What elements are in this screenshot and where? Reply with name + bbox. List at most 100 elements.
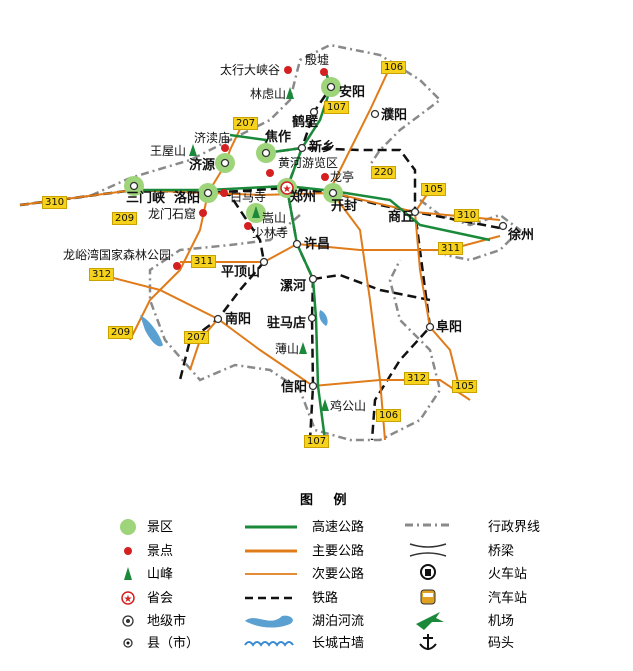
legend-icons: ★	[120, 519, 450, 650]
legend-label: 汽车站	[488, 591, 528, 606]
city-marker[interactable]	[370, 109, 380, 119]
legend-label: 景区	[147, 520, 174, 535]
city-markers	[129, 82, 508, 391]
legend-capital-icon: ★	[121, 591, 135, 605]
road-badge-107: 107	[304, 435, 330, 448]
city-marker[interactable]	[309, 107, 319, 117]
legend-train-station-icon	[420, 564, 436, 580]
road-badge-207: 207	[233, 117, 259, 130]
label-jidumiao: 济渎庙	[194, 131, 231, 145]
label-linlvshan: 林虑山	[250, 87, 287, 101]
spot-icon[interactable]	[221, 144, 229, 152]
peak-icon[interactable]	[189, 144, 197, 156]
label-fuyang: 阜阳	[436, 320, 463, 335]
road-badge-107: 107	[324, 101, 350, 114]
lakes	[140, 310, 328, 347]
city-marker[interactable]	[307, 313, 317, 323]
legend-label: 长城古墙	[312, 636, 365, 651]
label-sanmenxia: 三门峡	[126, 191, 166, 206]
label-jiaozuo: 焦作	[265, 130, 292, 145]
label-zhengzhou: 郑州	[290, 190, 317, 205]
spot-icon[interactable]	[199, 209, 207, 217]
city-marker[interactable]	[425, 322, 435, 332]
legend-county-icon	[123, 638, 133, 648]
legend-wall-icon	[244, 641, 294, 647]
capital-star-icon[interactable]: ★	[280, 181, 294, 195]
road-badge-209: 209	[112, 212, 138, 225]
label-boshan: 薄山	[275, 342, 300, 356]
label-longmen: 龙门石窟	[148, 207, 197, 221]
peak-icon[interactable]	[299, 342, 307, 354]
legend-label: 地级市	[147, 614, 187, 629]
road-badge-220: 220	[371, 166, 397, 179]
legend-label: 景点	[147, 544, 174, 559]
legend-spot-icon	[124, 547, 132, 555]
legend-title: 图 例	[300, 493, 355, 508]
road-badge-207: 207	[184, 331, 210, 344]
road-badge-105: 105	[452, 380, 478, 393]
label-taihang: 太行大峡谷	[220, 63, 281, 77]
label-shaolinsi: 少林寺	[252, 226, 289, 240]
city-marker[interactable]	[308, 274, 318, 284]
road-badge-106: 106	[376, 409, 402, 422]
legend-city-icon	[122, 615, 134, 627]
label-jigongshan: 鸡公山	[330, 399, 367, 413]
label-zhumadian: 驻马店	[267, 316, 307, 331]
legend-peak-icon	[124, 567, 132, 580]
spot-icon[interactable]	[220, 189, 228, 197]
peak-icon[interactable]	[252, 206, 260, 218]
city-marker[interactable]	[326, 82, 336, 92]
peak-icon[interactable]	[321, 399, 329, 411]
city-marker[interactable]	[308, 381, 318, 391]
city-marker[interactable]	[203, 188, 213, 198]
lake	[319, 310, 328, 326]
legend-label: 次要公路	[312, 567, 365, 582]
city-marker[interactable]	[129, 181, 139, 191]
legend-label: 火车站	[488, 567, 528, 582]
label-baimasi: 白马寺	[230, 190, 267, 204]
city-marker[interactable]	[410, 207, 420, 217]
scenic-spots	[173, 66, 329, 270]
city-marker[interactable]	[213, 314, 223, 324]
legend-lake-icon	[245, 615, 293, 628]
city-marker[interactable]	[498, 221, 508, 231]
label-jiyuan: 济源	[189, 158, 216, 173]
spot-icon[interactable]	[320, 68, 328, 76]
spot-icon[interactable]	[284, 66, 292, 74]
legend-dock-icon	[419, 634, 437, 650]
legend-bus-station-icon	[420, 589, 436, 605]
lake	[140, 315, 163, 347]
peak-icon[interactable]	[286, 87, 294, 99]
peaks	[189, 87, 329, 411]
label-xuzhou: 徐州	[508, 228, 535, 243]
label-pingdingshan: 平顶山	[221, 265, 261, 280]
admin-boundaries	[19, 43, 522, 442]
legend-label: 铁路	[312, 591, 339, 606]
label-hebi: 鹤壁	[292, 115, 319, 130]
road-badge-209: 209	[108, 326, 134, 339]
city-marker[interactable]	[328, 188, 338, 198]
city-marker[interactable]	[220, 158, 230, 168]
legend-label: 机场	[488, 614, 515, 629]
city-marker[interactable]	[292, 239, 302, 249]
legend-label: 县（市）	[147, 636, 200, 651]
legend-scenic-icon	[120, 519, 136, 535]
label-xinxiang: 新乡	[309, 140, 336, 155]
road-badge-105: 105	[421, 183, 447, 196]
label-xuchang: 许昌	[304, 237, 331, 252]
road-badge-106: 106	[381, 61, 407, 74]
legend-label: 主要公路	[312, 544, 365, 559]
city-marker[interactable]	[261, 148, 271, 158]
legend-label: 桥梁	[488, 544, 515, 559]
spot-icon[interactable]	[244, 222, 252, 230]
spot-icon[interactable]	[173, 262, 181, 270]
city-marker[interactable]	[259, 257, 269, 267]
spot-icon[interactable]	[266, 169, 274, 177]
spot-icon[interactable]	[321, 173, 329, 181]
city-marker[interactable]	[297, 143, 307, 153]
legend-label: 湖泊河流	[312, 614, 365, 629]
label-kaifeng: 开封	[331, 199, 358, 214]
label-xinyang: 信阳	[281, 380, 308, 395]
label-wangwushan: 王屋山	[150, 144, 187, 158]
